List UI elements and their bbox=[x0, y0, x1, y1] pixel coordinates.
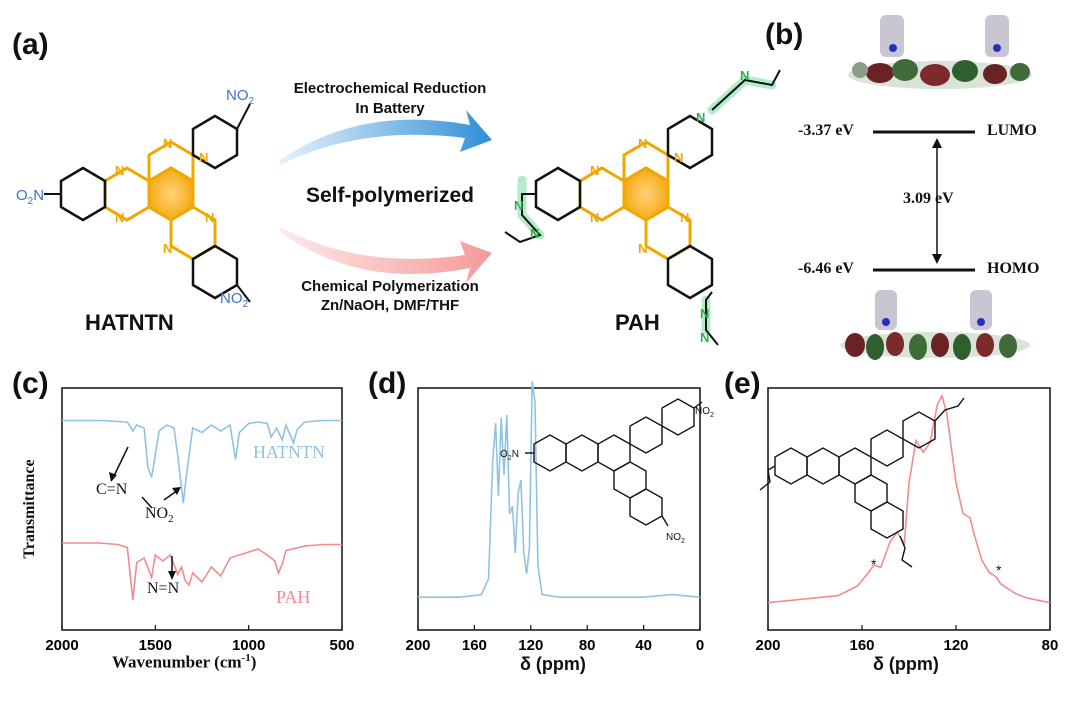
x-tick-label: 40 bbox=[635, 637, 652, 654]
svg-text:N: N bbox=[680, 210, 689, 225]
svg-text:N: N bbox=[590, 163, 599, 178]
homo-energy: -6.46 eV bbox=[798, 260, 854, 277]
svg-text:N: N bbox=[530, 226, 539, 241]
series-label-pah: PAH bbox=[276, 587, 311, 607]
svg-text:N: N bbox=[514, 198, 523, 213]
pah-structure: N N N N N N N N N N N N bbox=[504, 68, 781, 346]
panel-e-label: (e) bbox=[724, 367, 761, 400]
lumo-label: LUMO bbox=[987, 122, 1037, 139]
n-atom: N bbox=[163, 241, 172, 256]
arrow-bottom-line1: Chemical Polymerization bbox=[301, 278, 479, 295]
x-tick-label: 80 bbox=[1042, 637, 1059, 654]
no2-group-bottom: NO2 bbox=[220, 290, 249, 310]
annotation-cn: C=N bbox=[96, 481, 128, 498]
inset-no2-bottom: NO2 bbox=[666, 532, 685, 545]
svg-text:N: N bbox=[740, 68, 749, 83]
panel-c-xlabel: Wavenumber (cm-1) bbox=[112, 652, 257, 672]
svg-text:N: N bbox=[700, 330, 709, 345]
pah-inset-structure bbox=[759, 397, 965, 568]
panel-d-x-ticks: 200 160 120 80 40 0 bbox=[405, 625, 704, 654]
hatntn-name: HATNTN bbox=[85, 310, 174, 335]
series-line-e bbox=[767, 393, 1051, 604]
n-atom: N bbox=[163, 136, 172, 151]
panel-c-x-ticks: 2000 1500 1000 500 bbox=[45, 625, 355, 654]
x-tick-label: 80 bbox=[579, 637, 596, 654]
n-atom: N bbox=[199, 150, 208, 165]
svg-text:N: N bbox=[674, 150, 683, 165]
x-tick-label: 200 bbox=[755, 637, 780, 654]
svg-text:N: N bbox=[590, 210, 599, 225]
series-line-d bbox=[418, 381, 701, 598]
pah-name: PAH bbox=[615, 310, 660, 335]
lumo-energy: -3.37 eV bbox=[798, 122, 854, 139]
panel-d-label: (d) bbox=[368, 367, 407, 400]
x-tick-label: 160 bbox=[849, 637, 874, 654]
lumo-orbital-image bbox=[848, 15, 1032, 89]
panel-c-ylabel: Transmittance bbox=[21, 459, 38, 559]
panel-a-label: (a) bbox=[12, 28, 49, 61]
panel-e-x-ticks: 200 160 120 80 bbox=[755, 625, 1058, 654]
n-atom: N bbox=[205, 210, 214, 225]
no2-group-top: NO2 bbox=[226, 87, 255, 107]
homo-label: HOMO bbox=[987, 260, 1040, 277]
svg-text:N: N bbox=[638, 241, 647, 256]
homo-orbital-image bbox=[840, 290, 1030, 360]
svg-text:N: N bbox=[696, 110, 705, 125]
arrow-top-line2: In Battery bbox=[355, 100, 425, 117]
inset-no2-top: NO2 bbox=[695, 406, 714, 419]
x-tick-label: 0 bbox=[696, 637, 704, 654]
panel-b-label: (b) bbox=[765, 18, 804, 51]
arrow-bottom-line2: Zn/NaOH, DMF/THF bbox=[320, 297, 460, 314]
panel-e-xlabel: δ (ppm) bbox=[873, 654, 939, 674]
panel-c-label: (c) bbox=[12, 367, 49, 400]
self-polymerized-label: Self-polymerized bbox=[305, 184, 475, 207]
impurity-star-left: * bbox=[871, 556, 877, 572]
n-atom: N bbox=[115, 210, 124, 225]
x-tick-label: 1500 bbox=[139, 637, 172, 654]
svg-text:N: N bbox=[638, 136, 647, 151]
x-tick-label: 160 bbox=[462, 637, 487, 654]
panel-c-plot-frame bbox=[61, 387, 343, 631]
o2n-group-left: O2N bbox=[16, 187, 44, 207]
panel-d-xlabel: δ (ppm) bbox=[520, 654, 586, 674]
inset-o2n-left: O2N bbox=[500, 449, 519, 462]
annotation-nn: N=N bbox=[147, 580, 180, 597]
series-line-hatntn bbox=[62, 419, 342, 504]
x-tick-label: 120 bbox=[943, 637, 968, 654]
hatntn-structure: N N N N N N bbox=[44, 103, 251, 303]
reduction-arrow bbox=[280, 110, 492, 165]
x-tick-label: 2000 bbox=[45, 637, 78, 654]
panel-e-plot-frame bbox=[767, 387, 1051, 631]
arrow-top-line1: Electrochemical Reduction bbox=[293, 80, 487, 97]
cn-arrow bbox=[112, 446, 129, 479]
x-tick-label: 1000 bbox=[232, 637, 265, 654]
x-tick-label: 500 bbox=[329, 637, 354, 654]
gap-energy: 3.09 eV bbox=[903, 190, 954, 207]
x-tick-label: 120 bbox=[518, 637, 543, 654]
series-line-pah bbox=[62, 542, 342, 601]
x-tick-label: 200 bbox=[405, 637, 430, 654]
impurity-star-right: * bbox=[996, 562, 1002, 578]
series-label-hatntn: HATNTN bbox=[253, 442, 325, 462]
hatntn-inset-structure bbox=[525, 398, 703, 527]
annotation-no2: NO2 bbox=[145, 505, 174, 526]
n-atom: N bbox=[115, 163, 124, 178]
polymerization-arrow bbox=[280, 227, 492, 283]
svg-text:N: N bbox=[700, 306, 709, 321]
panel-d-plot-frame bbox=[417, 387, 701, 631]
